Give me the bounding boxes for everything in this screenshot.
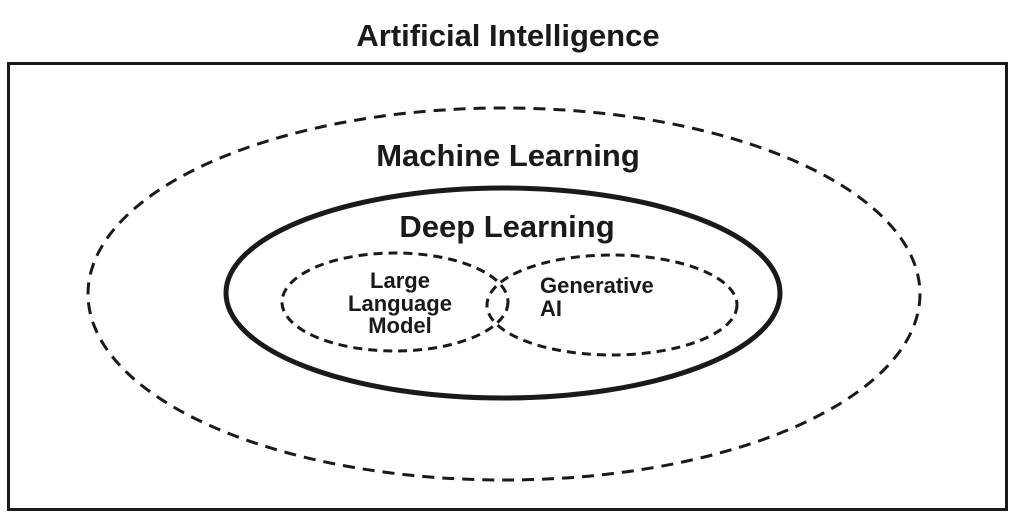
generative-ai-label-line1: Generative [540,273,654,298]
artificial-intelligence-boundary [7,62,1008,511]
diagram-title: Artificial Intelligence [356,18,659,53]
llm-label-line3: Model [368,313,432,338]
large-language-model-boundary [280,251,510,353]
deep-learning-label: Deep Learning [399,209,614,244]
generative-ai-boundary [485,253,739,357]
deep-learning-boundary [223,185,783,401]
llm-label-line2: Language [348,291,452,316]
machine-learning-boundary [86,106,922,482]
generative-ai-label-line2: AI [540,296,562,321]
machine-learning-label: Machine Learning [376,138,640,173]
llm-label-line1: Large [370,268,430,293]
